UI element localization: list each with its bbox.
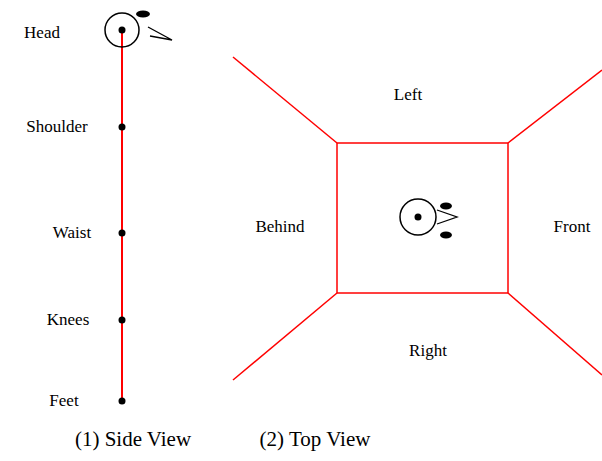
direction-label: Right: [409, 342, 447, 361]
view-caption: (1) Side View: [75, 428, 191, 451]
body-part-label: Head: [24, 24, 60, 43]
region-divider: [233, 293, 337, 380]
eye-symbol: [440, 203, 452, 210]
view-caption: (2) Top View: [260, 428, 371, 451]
joint-dot: [119, 317, 126, 324]
region-square: [337, 143, 508, 293]
nose-symbol: [148, 27, 172, 40]
direction-label: Left: [394, 86, 422, 105]
nose-symbol: [437, 210, 457, 224]
body-part-label: Waist: [53, 224, 91, 243]
region-divider: [508, 70, 602, 143]
eye-symbol: [136, 11, 150, 18]
body-axis-line: [121, 30, 123, 401]
direction-label: Front: [554, 218, 591, 237]
joint-dot: [119, 27, 126, 34]
region-divider: [508, 293, 602, 375]
joint-dot: [119, 230, 126, 237]
body-part-label: Shoulder: [26, 118, 87, 137]
head-circle: [400, 199, 436, 235]
body-part-label: Knees: [47, 311, 89, 330]
joint-dot: [119, 398, 126, 405]
head-dot: [415, 214, 422, 221]
head-circle: [105, 13, 139, 47]
joint-dot: [119, 124, 126, 131]
eye-symbol: [440, 232, 452, 239]
body-part-label: Feet: [49, 392, 78, 411]
region-divider: [233, 57, 337, 143]
direction-label: Behind: [255, 218, 304, 237]
